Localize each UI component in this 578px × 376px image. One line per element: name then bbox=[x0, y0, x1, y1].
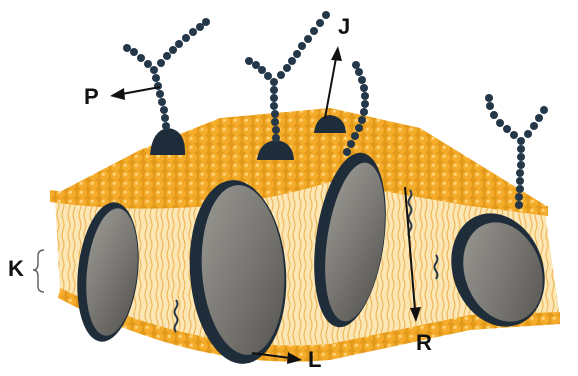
bilayer-thickness-brace bbox=[33, 250, 44, 292]
label-l: L bbox=[308, 349, 321, 371]
carbohydrate-chain bbox=[123, 18, 210, 130]
label-r: R bbox=[416, 332, 432, 354]
arrow-j bbox=[325, 46, 342, 118]
label-p: P bbox=[84, 86, 99, 108]
peripheral-protein-left bbox=[150, 128, 185, 155]
label-k: K bbox=[8, 258, 24, 280]
arrow-p bbox=[110, 87, 160, 100]
label-j: J bbox=[338, 16, 350, 38]
